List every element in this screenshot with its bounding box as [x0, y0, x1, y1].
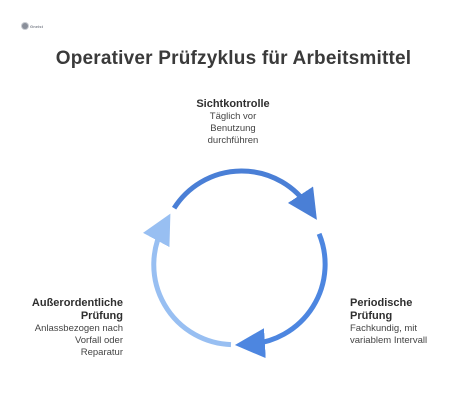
cycle-arc-top [171, 168, 317, 220]
page-title: Operativer Prüfzyklus für Arbeitsmittel [55, 48, 412, 69]
cycle-arc-right [234, 232, 328, 359]
logo: Gneist [22, 23, 43, 29]
stage-periodische-pruefung: Periodische Prüfung Fachkundig, mit vari… [350, 297, 460, 347]
stage-label: Periodische Prüfung [350, 297, 413, 322]
logo-text: Gneist [30, 23, 44, 29]
stage-sichtkontrolle: Sichtkontrolle Täglich vor Benutzung dur… [178, 98, 288, 147]
stage-description: Täglich vor Benutzung durchführen [207, 111, 259, 146]
stage-label: Sichtkontrolle [196, 98, 270, 110]
gear-logo-icon [22, 23, 28, 29]
stage-label: Außerordentliche Prüfung [31, 297, 123, 322]
stage-description: Fachkundig, mit variablem Intervall [350, 323, 428, 346]
cycle-arc-left [142, 213, 232, 348]
stage-description: Anlassbezogen nach Vorfall oder Reparatu… [34, 323, 123, 358]
stage-ausserordentliche-pruefung: Außerordentliche Prüfung Anlassbezogen n… [10, 297, 123, 359]
